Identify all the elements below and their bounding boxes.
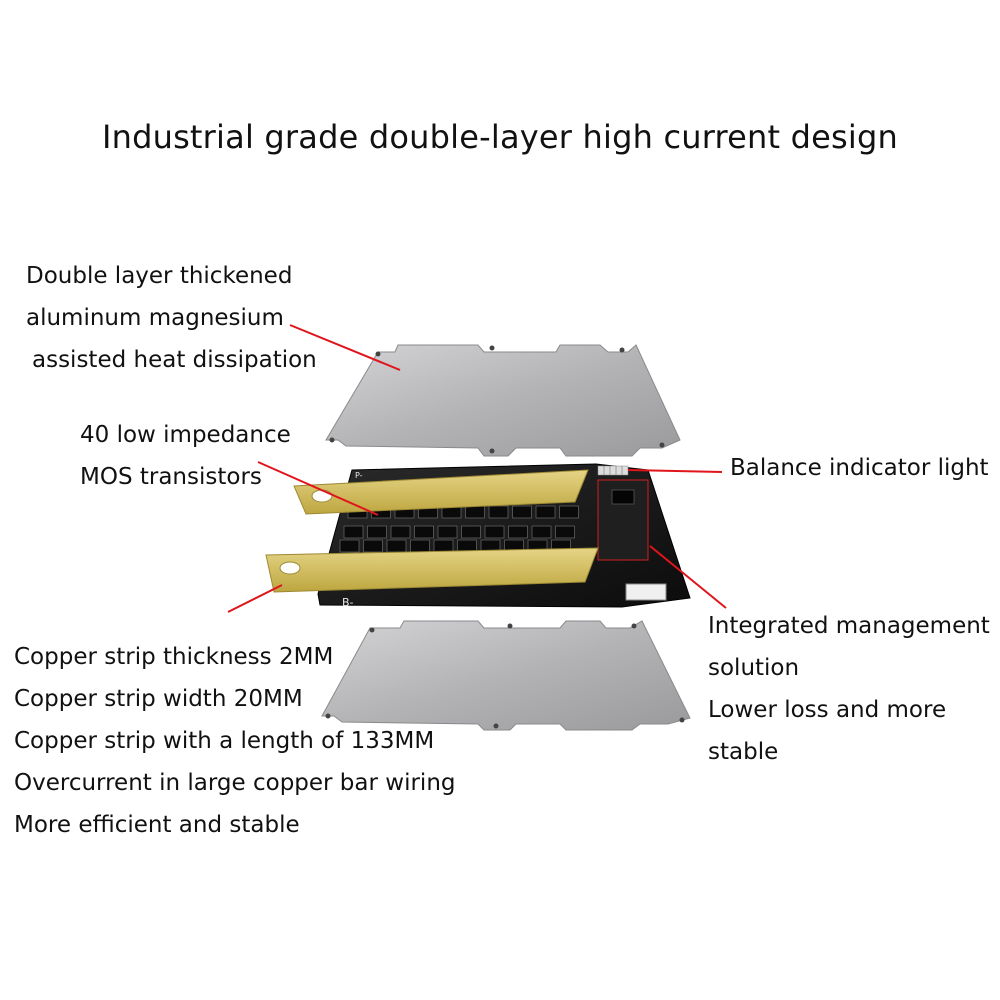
mos-line-1: 40 low impedance	[80, 422, 291, 448]
mos-transistor	[488, 505, 509, 519]
screw-hole	[507, 623, 513, 629]
main-chip	[611, 489, 635, 505]
management-line-1: Integrated management	[708, 613, 990, 639]
heat-dissipation-line-1: Double layer thickened	[26, 263, 293, 289]
mos-transistor	[390, 525, 411, 539]
mos-transistor	[343, 525, 364, 539]
mos-label: 40 low impedance MOS transistors	[80, 414, 291, 498]
balance-leader	[627, 469, 723, 473]
mos-transistor	[512, 505, 532, 519]
screw-hole	[375, 351, 381, 357]
copper-line-5: More efficient and stable	[14, 812, 300, 838]
management-label: Integrated management solution Lower los…	[708, 605, 990, 773]
copper-leader	[227, 584, 283, 613]
mos-transistor	[410, 539, 430, 553]
mos-transistor	[437, 525, 458, 539]
mos-transistor	[414, 525, 434, 539]
mos-transistor	[535, 505, 556, 519]
mos-transistor	[465, 505, 485, 519]
heat-dissipation-line-3: assisted heat dissipation	[32, 347, 317, 373]
mos-transistor	[461, 525, 481, 539]
screw-hole	[325, 713, 331, 719]
management-line-4: stable	[708, 739, 779, 765]
mos-transistor	[531, 525, 552, 539]
mos-transistor	[363, 539, 383, 553]
balance-indicator-label: Balance indicator light	[730, 455, 989, 481]
mos-transistor	[559, 505, 579, 519]
heat-dissipation-leader	[289, 324, 401, 371]
lower-copper-strip	[265, 547, 599, 593]
mos-transistor	[367, 525, 387, 539]
mos-transistor	[339, 539, 360, 553]
copper-line-1: Copper strip thickness 2MM	[14, 644, 334, 670]
screw-hole	[631, 623, 637, 629]
mos-line-2: MOS transistors	[80, 464, 262, 490]
heat-dissipation-label: Double layer thickened aluminum magnesiu…	[26, 255, 317, 381]
screw-hole	[679, 717, 685, 723]
screw-hole	[489, 345, 495, 351]
management-line-3: Lower loss and more	[708, 697, 947, 723]
copper-line-4: Overcurrent in large copper bar wiring	[14, 770, 456, 796]
top-heat-sink-plate	[325, 344, 681, 457]
p-minus-mark: P-	[355, 471, 363, 480]
screw-hole	[489, 448, 495, 454]
mos-transistor	[386, 539, 407, 553]
bottom-heat-sink-plate	[321, 620, 691, 731]
leader-lines	[227, 324, 727, 613]
copper-line-2: Copper strip width 20MM	[14, 686, 303, 712]
heat-dissipation-line-2: aluminum magnesium	[26, 305, 284, 331]
mos-transistor	[433, 539, 454, 553]
mos-transistor	[555, 525, 575, 539]
page-title: Industrial grade double-layer high curre…	[101, 118, 899, 156]
b-minus-mark: B-	[342, 596, 354, 609]
management-leader	[649, 545, 727, 609]
connector	[625, 583, 667, 601]
mos-transistor	[508, 525, 528, 539]
screw-hole	[329, 437, 335, 443]
mos-leader	[257, 461, 379, 516]
mos-transistor	[484, 525, 505, 539]
screw-hole	[619, 347, 625, 353]
copper-strip-label: Copper strip thickness 2MM Copper strip …	[14, 636, 456, 846]
screw-hole	[659, 442, 665, 448]
screw-hole	[493, 723, 499, 729]
balance-indicator-leds	[597, 465, 629, 476]
copper-line-3: Copper strip with a length of 133MM	[14, 728, 435, 754]
screw-hole	[369, 627, 375, 633]
management-line-2: solution	[708, 655, 800, 681]
